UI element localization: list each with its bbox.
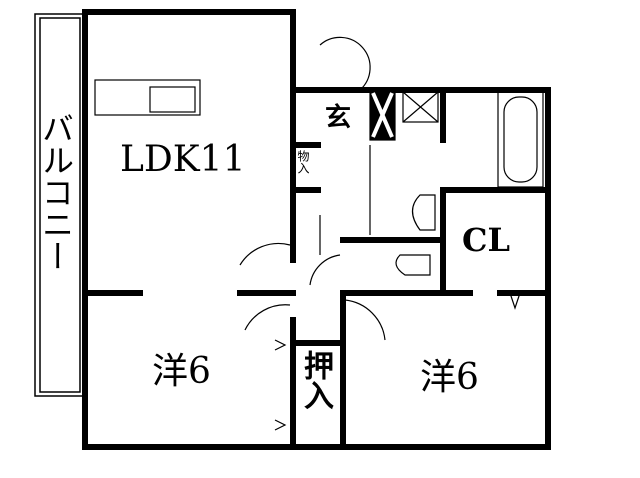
closet-label: CL — [462, 221, 510, 259]
balcony-label: バルコニー — [37, 112, 75, 272]
fixtures — [94, 36, 544, 431]
room-east-label: 洋6 — [420, 357, 479, 398]
room-west-label: 洋6 — [152, 351, 211, 392]
walls — [82, 9, 551, 450]
storage-label: 物入 — [296, 150, 310, 174]
ldk-label: LDK11 — [120, 139, 246, 180]
oshiire-label: 押入 — [298, 350, 333, 410]
entrance-label: 玄 — [325, 103, 352, 133]
